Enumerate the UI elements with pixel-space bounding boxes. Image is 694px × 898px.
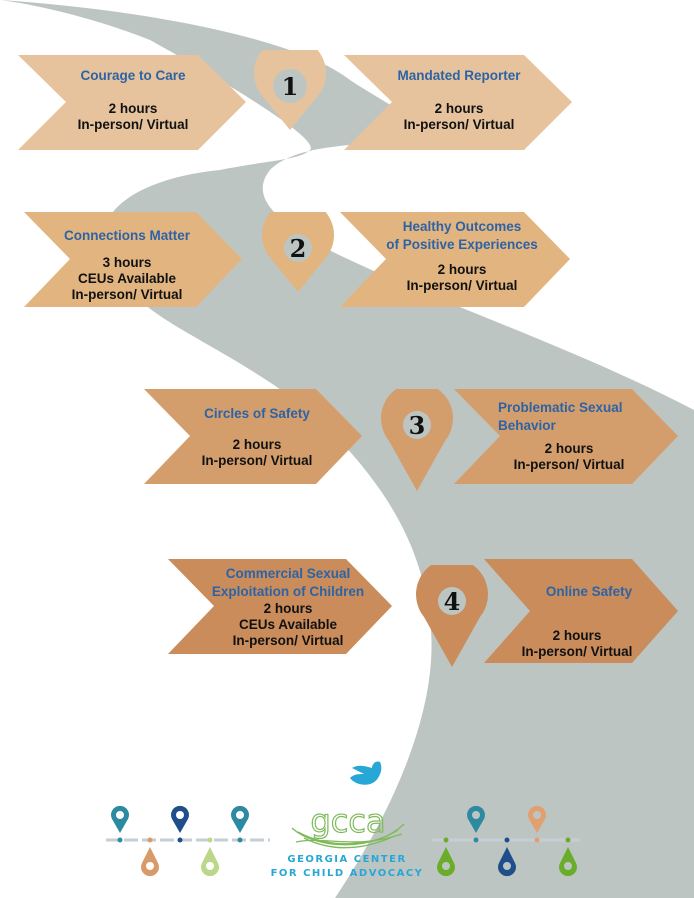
step-marker-2: 2 (262, 212, 334, 292)
svg-text:gcca: gcca (310, 802, 385, 840)
course-title-line-1: Healthy Outcomes (402, 219, 522, 234)
course-title: Mandated Reporter (397, 68, 521, 83)
step-number: 4 (443, 587, 461, 616)
course-card-healthy-outcomes: Healthy Outcomes of Positive Experiences… (340, 212, 570, 307)
course-duration: 2 hours (544, 441, 594, 456)
chevron-shape (24, 212, 242, 307)
course-duration: 2 hours (552, 628, 602, 643)
course-card-online-safety: Online Safety 2 hours In-person/ Virtual (484, 559, 678, 663)
chevron-shape (484, 559, 678, 663)
map-pin-icon (262, 212, 334, 292)
course-format: In-person/ Virtual (406, 278, 518, 293)
course-title: Connections Matter (63, 228, 190, 243)
course-duration: 2 hours (108, 101, 158, 116)
course-duration: 2 hours (437, 262, 487, 277)
chevron-shape (168, 559, 392, 654)
logo-text-line-2: FOR CHILD ADVOCACY (270, 868, 424, 879)
course-duration: 2 hours (263, 601, 313, 616)
chevron-shape (340, 212, 570, 307)
course-title-line-1: Problematic Sexual (498, 400, 623, 415)
course-duration: 3 hours (102, 255, 152, 270)
course-card-mandated-reporter: Mandated Reporter 2 hours In-person/ Vir… (344, 55, 572, 150)
decorative-timeline-left (106, 805, 270, 877)
course-card-circles-of-safety: Circles of Safety 2 hours In-person/ Vir… (144, 389, 362, 484)
map-pin-icon (381, 389, 453, 491)
course-title-line-2: Exploitation of Children (211, 584, 365, 599)
course-format: In-person/ Virtual (201, 453, 313, 468)
step-number: 1 (281, 72, 299, 101)
course-title-line-2: of Positive Experiences (386, 237, 538, 252)
course-title: Online Safety (545, 584, 633, 599)
pin-icon-teal (467, 805, 485, 833)
chevron-shape (344, 55, 572, 150)
pin-icon-navy (171, 805, 189, 833)
course-title-line-1: Commercial Sexual (225, 566, 351, 581)
step-marker-1: 1 (254, 50, 326, 130)
drop-icon-lightgreen (201, 847, 219, 877)
course-card-problematic-sexual-behavior: Problematic Sexual Behavior 2 hours In-p… (454, 389, 678, 484)
drop-icon-navy (498, 847, 516, 877)
course-title: Circles of Safety (204, 406, 310, 421)
step-number: 2 (289, 234, 307, 263)
course-format: In-person/ Virtual (513, 457, 625, 472)
course-title: Courage to Care (80, 68, 186, 83)
step-marker-3: 3 (381, 389, 453, 491)
map-pin-icon (416, 565, 488, 667)
drop-icon-orange (141, 847, 159, 877)
course-card-courage-to-care: Courage to Care 2 hours In-person/ Virtu… (18, 55, 246, 150)
step-number: 3 (408, 411, 426, 440)
course-title-line-2: Behavior (498, 418, 556, 433)
chevron-shape (18, 55, 246, 150)
chevron-shape (454, 389, 678, 484)
drop-icon-green (437, 847, 455, 877)
course-format: In-person/ Virtual (77, 117, 189, 132)
bird-icon (350, 761, 382, 785)
gcca-nest-logo: gcca (291, 801, 405, 849)
pin-icon-teal (231, 805, 249, 833)
decorative-timeline-right (432, 805, 580, 877)
course-duration: 2 hours (232, 437, 282, 452)
map-pin-icon (254, 50, 326, 130)
course-ceus: CEUs Available (77, 271, 177, 286)
course-card-commercial-sexual-exploitation: Commercial Sexual Exploitation of Childr… (168, 559, 392, 654)
course-format: In-person/ Virtual (521, 644, 633, 659)
course-format: In-person/ Virtual (71, 287, 183, 302)
course-ceus: CEUs Available (238, 617, 338, 632)
logo-text-line-1: GEORGIA CENTER (287, 854, 407, 865)
step-marker-4: 4 (416, 565, 488, 667)
course-card-connections-matter: Connections Matter 3 hours CEUs Availabl… (24, 212, 242, 307)
drop-icon-green (559, 847, 577, 877)
course-format: In-person/ Virtual (232, 633, 344, 648)
course-duration: 2 hours (434, 101, 484, 116)
chevron-shape (144, 389, 362, 484)
pin-icon-teal (111, 805, 129, 833)
course-format: In-person/ Virtual (403, 117, 515, 132)
pin-icon-orange (528, 805, 546, 833)
